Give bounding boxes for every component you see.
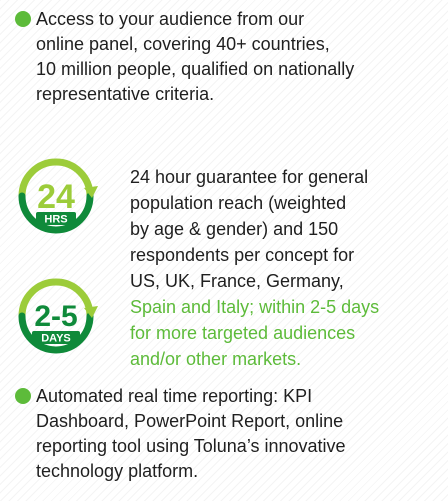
bullet-text: Automated real time reporting: KPI Dashb… [36,384,346,484]
guarantee-line: US, UK, France, Germany, [130,271,344,291]
guarantee-line: population reach (weighted [130,193,347,213]
bullet-line: representative criteria. [36,84,215,104]
guarantee-line-highlight: and/or other markets. [130,349,302,369]
bullet-line: Access to your audience from our [36,9,305,29]
badge-number: 2-5 [34,300,77,333]
guarantee-line: by age & gender) and 150 [130,219,339,239]
bullet-item-automated-reporting: Automated real time reporting: KPI Dashb… [0,384,448,499]
bullet-line: 10 million people, qualified on national… [36,59,355,79]
badge-unit: HRS [44,214,67,226]
bullet-item-audience-access: Access to your audience from our online … [0,7,448,127]
bullet-text: Access to your audience from our online … [36,7,354,107]
bullet-dot-icon [15,388,31,404]
guarantee-description: 24 hour guarantee for general population… [130,164,379,372]
guarantee-line: respondents per concept for [130,245,355,265]
bullet-line: Dashboard, PowerPoint Report, online [36,411,344,431]
guarantee-line-highlight: for more targeted audiences [130,323,356,343]
24-hours-badge-icon: 24 HRS [18,158,98,234]
bullet-dot-icon [15,11,31,27]
2-5-days-badge-icon: 2-5 DAYS [18,278,98,354]
bullet-line: online panel, covering 40+ countries, [36,34,330,54]
guarantee-line-highlight: Spain and Italy; within 2-5 days [130,297,380,317]
bullet-line: reporting tool using Toluna’s innovative [36,436,346,456]
bullet-line: Automated real time reporting: KPI [36,386,313,406]
badge-unit: DAYS [41,333,71,345]
badge-number: 24 [37,178,75,216]
bullet-line: technology platform. [36,461,199,481]
guarantee-line: 24 hour guarantee for general [130,167,369,187]
